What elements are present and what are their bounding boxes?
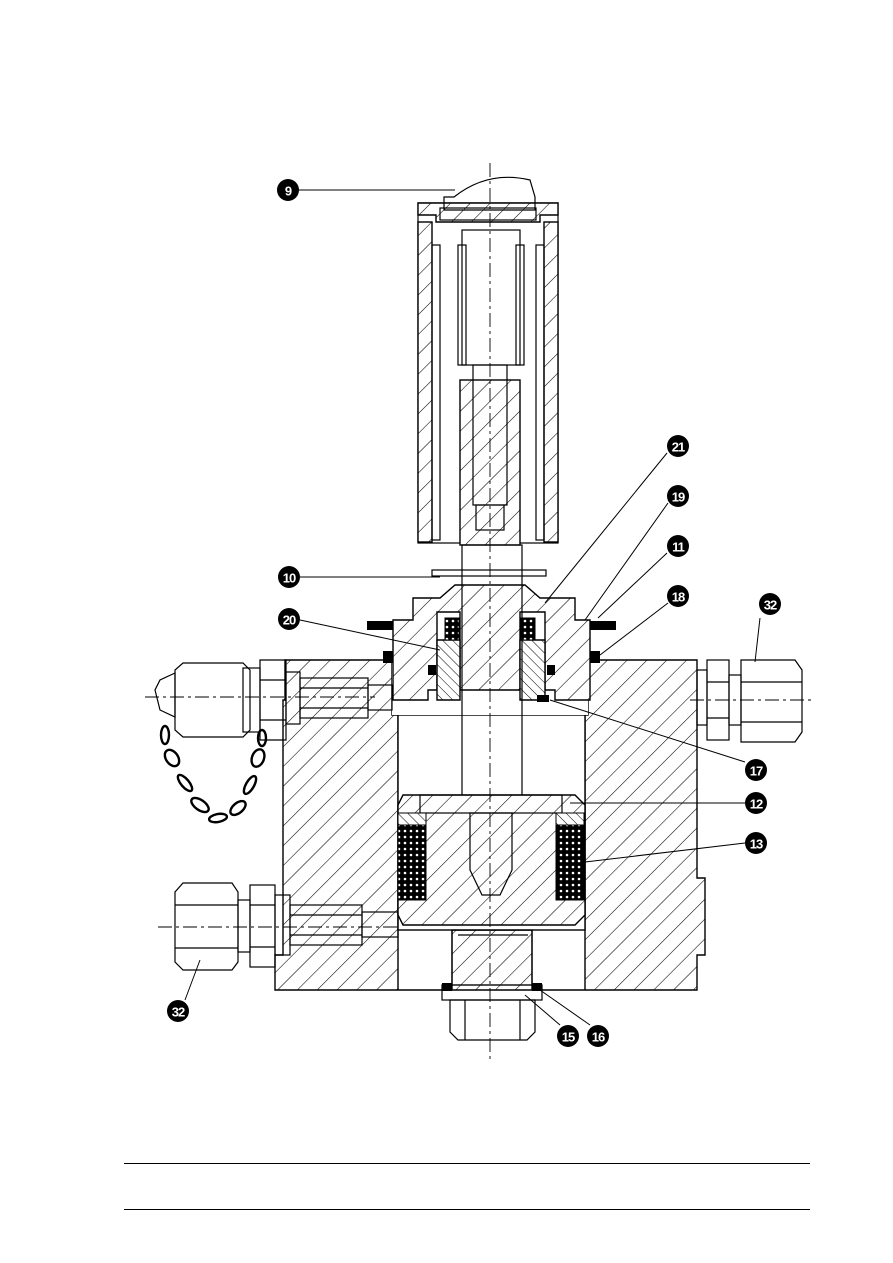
centerlines: [145, 163, 815, 1060]
callout-32-lower: 32: [167, 1000, 189, 1022]
bottom-plug: [441, 929, 543, 1041]
cap-chain: [159, 724, 268, 824]
callout-label: 32: [172, 1005, 185, 1020]
footer-rule-top: [124, 1163, 810, 1164]
callout-15: 15: [557, 1025, 579, 1047]
callout-label: 9: [285, 184, 292, 199]
callout-label: 10: [283, 571, 296, 586]
callout-9: 9: [277, 179, 299, 201]
callout-12: 12: [745, 792, 767, 814]
callout-10: 10: [278, 566, 300, 588]
callout-label: 19: [672, 490, 685, 505]
callout-label: 13: [750, 837, 763, 852]
piston-head: [397, 794, 586, 926]
callout-label: 32: [764, 598, 777, 613]
callout-32-upper: 32: [759, 593, 781, 615]
gland-nut: [367, 584, 616, 701]
quick-coupling-cap: [154, 659, 393, 741]
callout-11: 11: [667, 535, 689, 557]
callout-label: 17: [750, 764, 763, 779]
callout-20: 20: [278, 608, 300, 630]
callout-label: 18: [672, 590, 685, 605]
callout-label: 16: [592, 1030, 605, 1045]
right-upper-fitting: [696, 659, 803, 743]
callout-21: 21: [667, 435, 689, 457]
piston-rod: [431, 176, 547, 814]
callout-16: 16: [587, 1025, 609, 1047]
callout-17: 17: [745, 759, 767, 781]
callout-18: 18: [667, 585, 689, 607]
callout-label: 20: [283, 613, 296, 628]
callout-label: 11: [672, 540, 685, 555]
callout-13: 13: [745, 832, 767, 854]
upper-bushing: [428, 617, 555, 702]
callout-label: 21: [672, 440, 685, 455]
leader-lines: [184, 189, 761, 1026]
callout-19: 19: [667, 485, 689, 507]
callout-label: 15: [562, 1030, 575, 1045]
left-lower-fitting: [174, 882, 399, 971]
callout-label: 12: [750, 797, 763, 812]
footer-rule-bottom: [124, 1209, 810, 1210]
plunger-housing: [417, 202, 559, 546]
